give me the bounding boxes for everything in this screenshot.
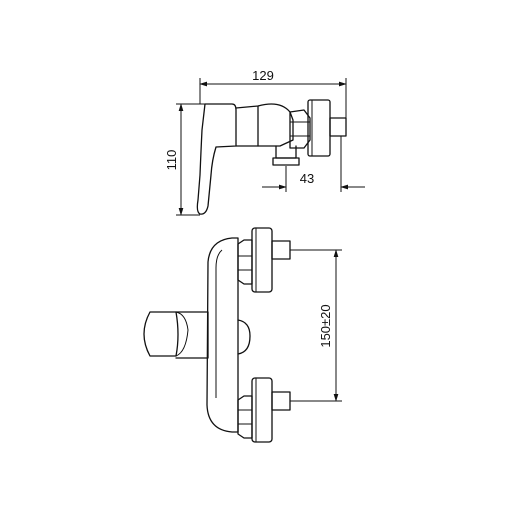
- upper-connection: [237, 227, 291, 293]
- lower-flange: [251, 377, 273, 443]
- upper-hex-nut: [237, 239, 253, 285]
- front-view: [143, 227, 291, 443]
- cartridge-bulge: [237, 319, 251, 355]
- front-handle: [143, 311, 179, 357]
- dimension-spacing: 150±20: [290, 249, 342, 402]
- upper-flange: [251, 227, 273, 293]
- handle-connector: [175, 311, 209, 359]
- wall-flange: [307, 99, 331, 157]
- dimension-height: 110: [164, 103, 205, 216]
- side-view: [196, 99, 347, 215]
- lower-inlet-pipe: [271, 391, 291, 411]
- inlet-pipe: [329, 117, 347, 137]
- outlet-dimension-label: 43: [300, 171, 314, 186]
- hex-nut: [289, 109, 311, 149]
- width-dimension-label: 129: [252, 68, 274, 83]
- dimension-width: 129: [199, 68, 347, 118]
- dimension-outlet: 43: [262, 136, 365, 192]
- lower-hex-nut: [237, 395, 253, 439]
- height-dimension-label: 110: [164, 150, 179, 171]
- valve-body: [235, 103, 294, 147]
- lever-handle: [196, 103, 237, 215]
- spacing-dimension-label: 150±20: [318, 304, 333, 347]
- mixer-body: [206, 237, 239, 433]
- lower-connection: [237, 377, 291, 443]
- upper-inlet-pipe: [271, 240, 291, 260]
